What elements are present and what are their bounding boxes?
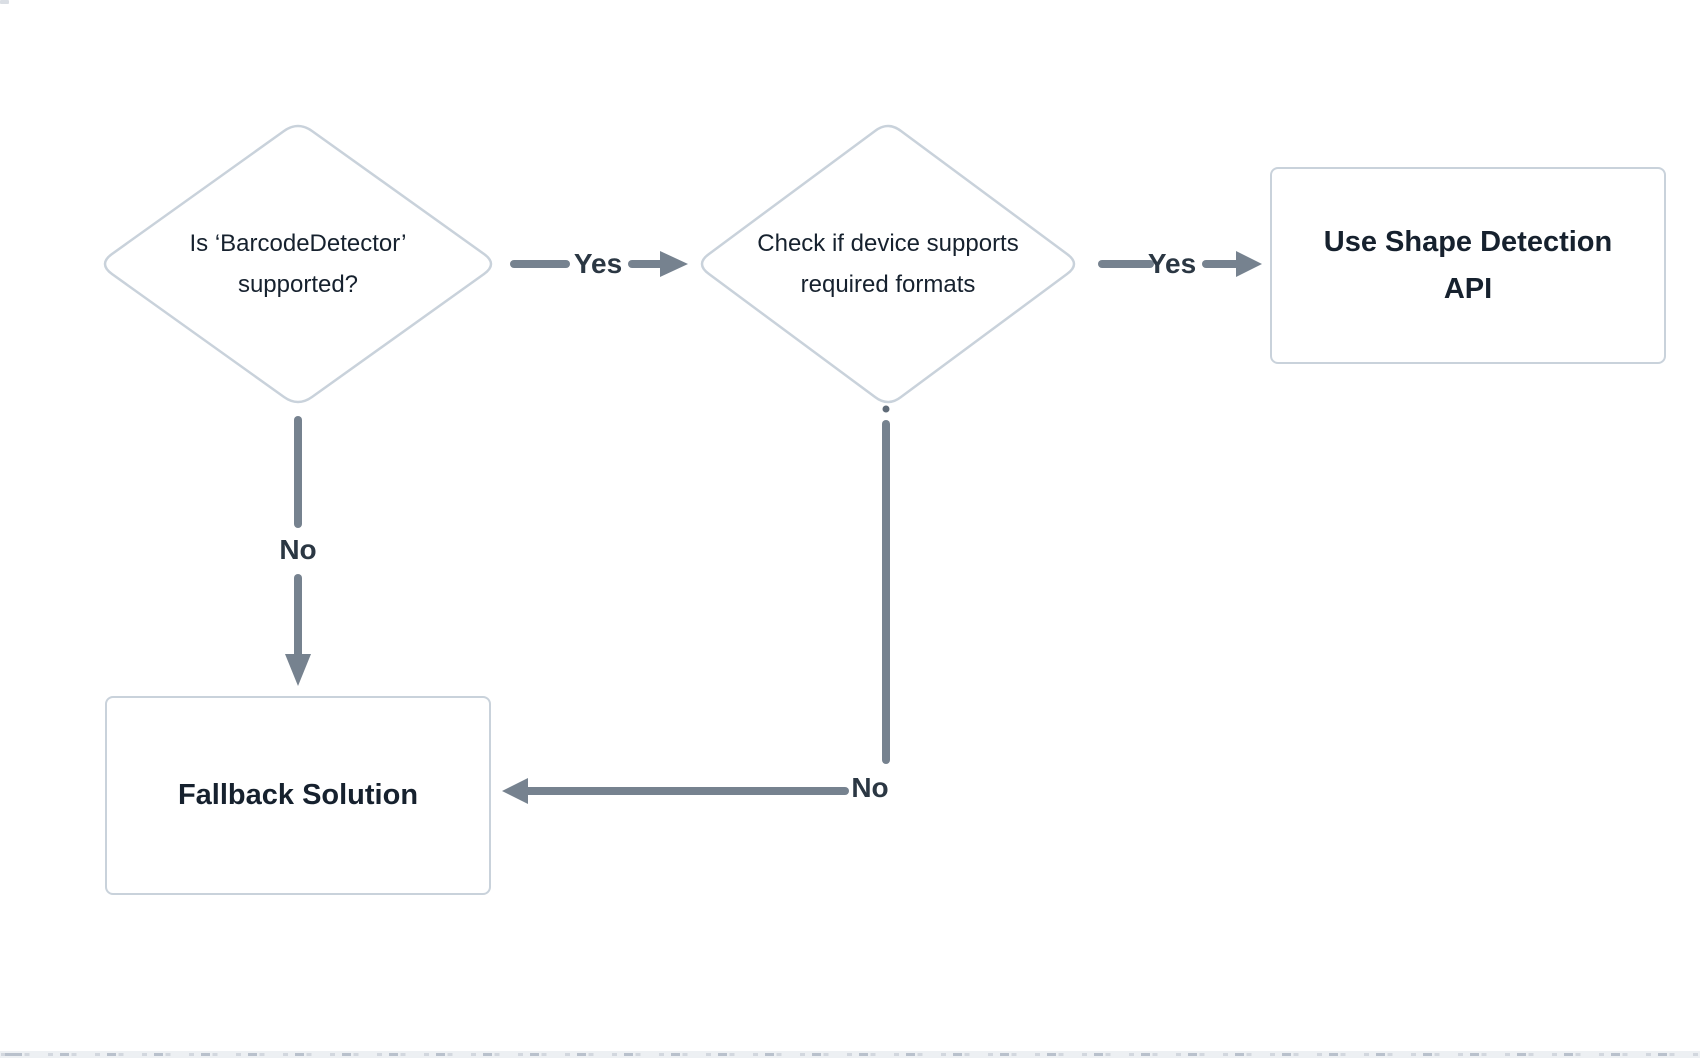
edge-formats-no bbox=[502, 405, 890, 804]
process-fallback-label: Fallback Solution bbox=[177, 779, 419, 811]
decision-barcodedetector-label: Is ‘BarcodeDetector’ supported? bbox=[189, 230, 407, 298]
edge-label-formats-no: No bbox=[851, 772, 889, 803]
edge-label-formats-yes: Yes bbox=[1147, 248, 1197, 279]
edge-label-barcode-no: No bbox=[279, 534, 317, 565]
process-fallback-box bbox=[105, 696, 491, 895]
arrowhead-right-icon bbox=[1236, 251, 1262, 277]
process-use-shape-detection-label: Use Shape Detection API bbox=[1323, 225, 1613, 305]
edge-label-barcode-yes: Yes bbox=[573, 248, 623, 279]
arrowhead-left-icon bbox=[502, 778, 528, 804]
arrowhead-down-icon bbox=[285, 654, 311, 686]
corner-artifact bbox=[0, 0, 9, 4]
decision-barcodedetector-diamond bbox=[103, 124, 493, 404]
bottom-ruler bbox=[0, 1051, 1700, 1058]
arrowhead-right-icon bbox=[660, 251, 688, 277]
process-use-shape-detection-box bbox=[1270, 167, 1666, 364]
decision-formats-diamond bbox=[700, 124, 1076, 404]
edge-start-dot bbox=[882, 405, 890, 413]
edge-barcode-yes bbox=[510, 251, 688, 277]
ruler-ticks bbox=[0, 1053, 1700, 1056]
edge-formats-yes bbox=[1098, 251, 1262, 277]
edge-barcode-no bbox=[285, 416, 311, 686]
decision-formats-label: Check if device supports required format… bbox=[757, 230, 1019, 298]
